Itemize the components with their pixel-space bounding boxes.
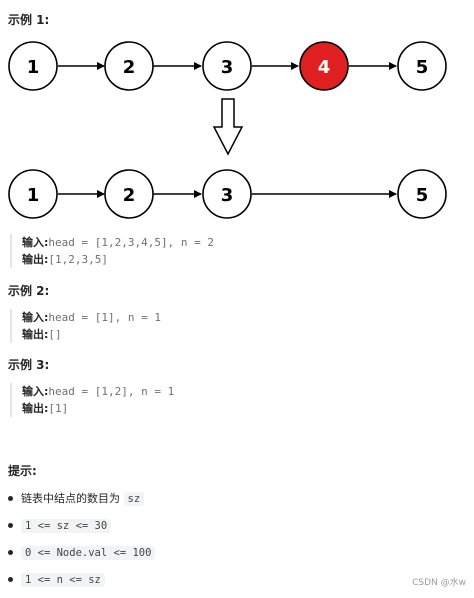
- hint-item: 1 <= n <= sz: [8, 571, 155, 598]
- node-after-1-label: 1: [27, 185, 40, 206]
- output-value: [1]: [48, 402, 69, 415]
- hint-item: 1 <= sz <= 30: [8, 517, 155, 544]
- output-value: []: [48, 328, 62, 341]
- hint-item: 链表中结点的数目为 sz: [8, 490, 155, 517]
- example-3-io: 输入:head = [1,2], n = 1 输出:[1]: [10, 383, 174, 417]
- hint-code: 1 <= n <= sz: [21, 573, 105, 587]
- node-after-5: 5: [397, 169, 447, 219]
- output-label: 输出:: [22, 253, 49, 266]
- hint-item: 0 <= Node.val <= 100: [8, 544, 156, 571]
- node-4-removed: 4: [299, 41, 349, 91]
- node-2-label: 2: [123, 57, 136, 78]
- node-3-label: 3: [221, 57, 234, 78]
- node-2: 2: [104, 41, 154, 91]
- hint-code: 0 <= Node.val <= 100: [21, 546, 156, 560]
- node-5: 5: [397, 41, 447, 91]
- node-3: 3: [202, 41, 252, 91]
- example-3-heading: 示例 3:: [8, 358, 50, 372]
- output-label: 输出:: [22, 328, 49, 341]
- list-after: 1 2 3 5: [8, 169, 447, 219]
- node-after-3: 3: [202, 169, 252, 219]
- example-2-heading: 示例 2:: [8, 284, 50, 298]
- node-4-label: 4: [318, 57, 331, 78]
- list-before: 1 2 3 4 5: [8, 41, 447, 91]
- hint-code: sz: [123, 492, 145, 506]
- input-label: 输入:: [22, 385, 49, 398]
- node-5-label: 5: [416, 57, 429, 78]
- down-arrow-icon: [212, 98, 244, 156]
- input-value: head = [1,2,3,4,5], n = 2: [48, 236, 214, 249]
- example-2-io: 输入:head = [1], n = 1 输出:[]: [10, 309, 161, 343]
- hint-text: 链表中结点的数目为: [21, 492, 124, 505]
- input-label: 输入:: [22, 236, 49, 249]
- watermark: CSDN @水w: [412, 578, 466, 588]
- example-1-io: 输入:head = [1,2,3,4,5], n = 2 输出:[1,2,3,5…: [10, 234, 214, 268]
- hint-code: 1 <= sz <= 30: [21, 519, 112, 533]
- linked-list-diagram: 1 2 3 4 5 1 2: [8, 41, 447, 219]
- node-after-5-label: 5: [416, 185, 429, 206]
- input-label: 输入:: [22, 311, 49, 324]
- input-value: head = [1], n = 1: [48, 311, 161, 324]
- node-after-2: 2: [104, 169, 154, 219]
- example-1-heading: 示例 1:: [8, 13, 50, 27]
- node-after-1: 1: [8, 169, 58, 219]
- node-1-label: 1: [27, 57, 40, 78]
- node-after-2-label: 2: [123, 185, 136, 206]
- hints-heading: 提示:: [8, 464, 37, 478]
- input-value: head = [1,2], n = 1: [48, 385, 175, 398]
- output-label: 输出:: [22, 402, 49, 415]
- node-after-3-label: 3: [221, 185, 234, 206]
- hints-list: 链表中结点的数目为 sz 1 <= sz <= 30 0 <= Node.val…: [8, 490, 156, 598]
- node-1: 1: [8, 41, 58, 91]
- output-value: [1,2,3,5]: [48, 253, 109, 266]
